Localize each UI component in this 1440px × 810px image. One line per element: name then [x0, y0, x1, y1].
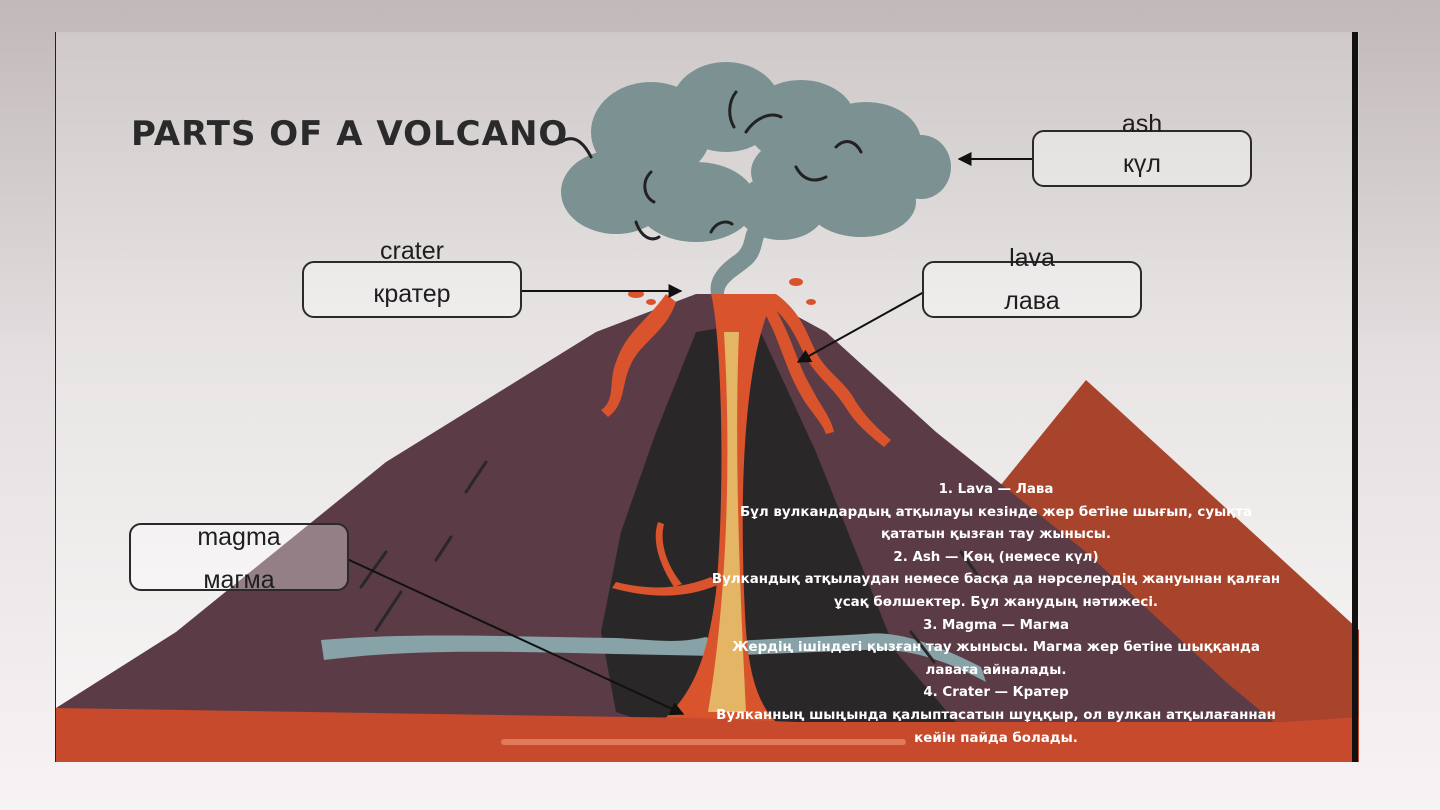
magma-core [708, 332, 746, 712]
arrow-diagonal-icon [796, 291, 925, 363]
description-line: Жердің ішіндегі қызған тау жынысы. Магма… [732, 640, 1260, 656]
ash-label-kk: күл [1122, 150, 1162, 178]
magma-label-kk: магма [203, 566, 275, 594]
description-line: Вулканның шыңында қалыптасатын шұңқыр, о… [716, 707, 1276, 723]
magma-label-en: magma [197, 523, 281, 551]
crater-label-kk: кратер [373, 280, 451, 308]
ash-label-box [1032, 130, 1252, 187]
ground-layer [56, 708, 1359, 762]
rock-texture [359, 460, 983, 664]
volcano-interior [601, 322, 956, 732]
crater-label-en: crater [380, 237, 444, 265]
description-line: 4. Crater — Кратер [923, 685, 1069, 701]
description-line: кейін пайда болады. [914, 730, 1078, 746]
smoke-column [710, 224, 768, 294]
description-line: лаваға айналады. [925, 662, 1067, 678]
lava-label-box [922, 261, 1142, 318]
slide: PARTS OF A VOLCANO ash күл crater кратер… [55, 32, 1359, 762]
magma-branch-upper [655, 522, 682, 587]
ash-label-en: ash [1121, 110, 1163, 138]
description-line: Бұл вулкандардың атқылауы кезінде жер бе… [739, 504, 1253, 520]
slide-title: PARTS OF A VOLCANO [131, 114, 569, 154]
lava-label-kk: лава [1004, 287, 1060, 315]
description-line: 2. Ash — Көң (немесе күл) [893, 549, 1099, 565]
magma-label-box [129, 523, 349, 591]
lava-flows [601, 278, 891, 447]
description-line: 3. Magma — Магма [922, 617, 1070, 633]
ground-stripe [501, 739, 906, 745]
ash-cloud-outlines [559, 90, 863, 241]
description-text: 1. Lava — Лава Бұл вулкандардың атқылауы… [676, 479, 1316, 750]
lava-channel [661, 294, 776, 722]
magma-branch [612, 577, 718, 596]
slide-right-border [1352, 32, 1358, 762]
crater-label-box [302, 261, 522, 318]
description-line: ұсақ бөлшектер. Бұл жанудың нәтижесі. [833, 594, 1159, 610]
volcano-illustration [56, 62, 1359, 762]
description-line: қататын қызған тау жынысы. [880, 527, 1112, 543]
ash-cloud [561, 62, 951, 242]
description-line: 1. Lava — Лава [938, 482, 1054, 497]
lava-label-en: lava [1009, 244, 1055, 272]
description-line: Вулкандық атқылаудан немесе басқа да нәр… [711, 572, 1281, 588]
groundwater-band [321, 633, 986, 682]
arrow-diagonal-icon [346, 558, 685, 716]
